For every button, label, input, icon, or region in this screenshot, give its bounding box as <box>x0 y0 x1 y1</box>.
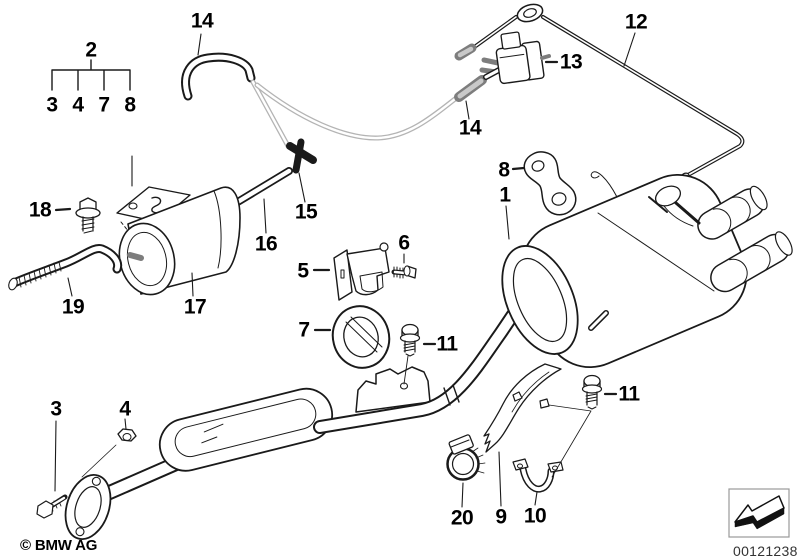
part-callout-6-14[interactable]: 6 <box>398 231 410 255</box>
vacuum-reservoir-17 <box>116 155 241 297</box>
part-callout-14-8[interactable]: 14 <box>458 116 482 140</box>
pipe-clamp-10 <box>512 458 564 506</box>
part-callout-5-15[interactable]: 5 <box>297 259 309 283</box>
screw-11b <box>548 374 618 478</box>
exhaust-flap-actuator <box>648 185 701 227</box>
part-callout-7-3[interactable]: 7 <box>98 93 110 117</box>
corrugated-hose-19 <box>8 244 123 297</box>
vacuum-lines <box>250 79 458 149</box>
image-number: 00121238 <box>733 543 798 559</box>
t-connector-15 <box>286 138 317 203</box>
vacuum-pipe-16 <box>232 167 293 234</box>
part-callout-3-1[interactable]: 3 <box>46 93 58 117</box>
part-callout-13-7[interactable]: 13 <box>559 50 583 74</box>
part-callout-19-17[interactable]: 19 <box>61 295 85 319</box>
part-callout-4-22[interactable]: 4 <box>119 397 131 421</box>
part-callout-12-6[interactable]: 12 <box>624 10 648 34</box>
vacuum-hose-14a <box>181 33 256 101</box>
nut-4 <box>81 418 137 478</box>
part-callout-3-21[interactable]: 3 <box>50 397 62 421</box>
vacuum-pipe-12 <box>454 3 745 182</box>
changeover-valve-13 <box>479 31 559 85</box>
bracket-5 <box>312 242 390 301</box>
center-muffler <box>64 387 334 540</box>
rubber-ring-7 <box>313 305 391 369</box>
copyright-notice: © BMW AG <box>20 537 98 554</box>
part-callout-2-0[interactable]: 2 <box>85 38 97 62</box>
direction-arrow-box <box>728 488 790 538</box>
part-callout-14-5[interactable]: 14 <box>190 9 214 33</box>
legend-bracket <box>51 59 131 91</box>
part-callout-9-24[interactable]: 9 <box>495 505 507 529</box>
screw-11a <box>399 323 437 357</box>
part-callout-11-19[interactable]: 11 <box>436 332 458 356</box>
part-callout-16-13[interactable]: 16 <box>254 232 278 256</box>
part-callout-18-11[interactable]: 18 <box>28 198 52 222</box>
part-callout-1-10[interactable]: 1 <box>499 183 511 207</box>
part-callout-7-18[interactable]: 7 <box>298 318 310 342</box>
part-callout-20-23[interactable]: 20 <box>450 506 474 530</box>
hose-clamp-20 <box>446 434 486 508</box>
bolt-3 <box>36 420 68 519</box>
part-callout-10-25[interactable]: 10 <box>523 504 547 528</box>
part-callout-8-9[interactable]: 8 <box>498 158 510 182</box>
screw-18 <box>54 197 101 234</box>
part-callout-17-16[interactable]: 17 <box>183 295 207 319</box>
rear-muffler-1 <box>501 171 793 369</box>
part-callout-8-4[interactable]: 8 <box>124 93 136 117</box>
part-callout-15-12[interactable]: 15 <box>294 200 318 224</box>
heat-shield-9 <box>483 363 562 507</box>
part-callout-4-2[interactable]: 4 <box>72 93 84 117</box>
part-callout-11-20[interactable]: 11 <box>618 382 640 406</box>
vacuum-hose-14b <box>454 75 487 120</box>
rubber-mount-8 <box>511 151 577 216</box>
bolt-6 <box>391 253 417 279</box>
